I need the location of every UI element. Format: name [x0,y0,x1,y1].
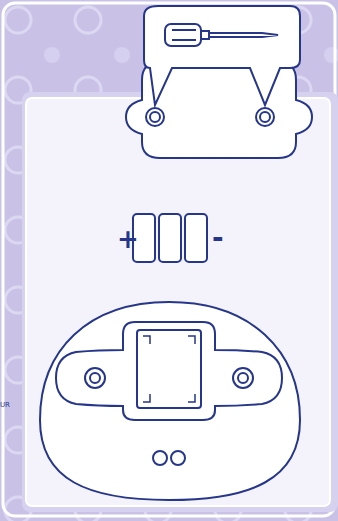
screwdriver-callout [144,6,300,105]
polarity-plus: + [117,226,139,252]
outer-frame [3,3,335,516]
polarity-minus: - [212,224,224,252]
battery-compartment [40,302,300,500]
batteries [133,214,207,262]
inner-panel [26,98,330,506]
cut-off-text: UR [0,402,10,409]
